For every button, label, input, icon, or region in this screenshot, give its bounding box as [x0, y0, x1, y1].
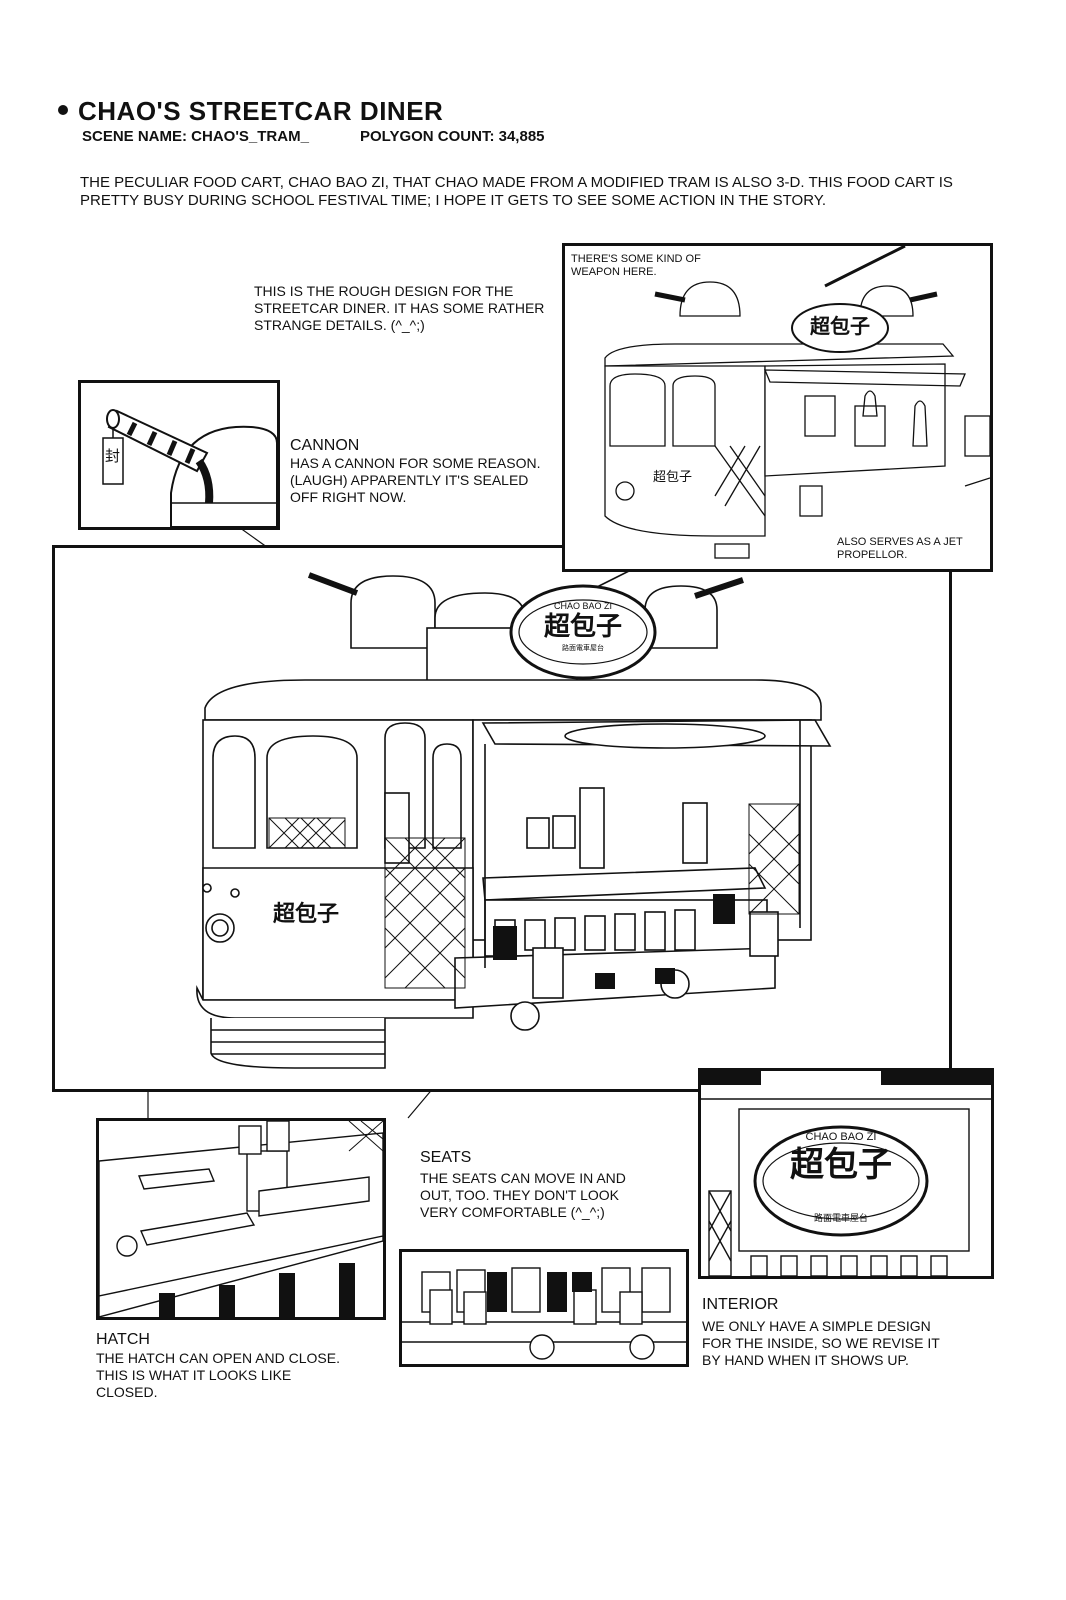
cannon-heading: CANNON: [290, 437, 360, 454]
bullet-icon: [58, 105, 68, 116]
interior-sign-kanji: 超包子: [790, 1145, 892, 1185]
rough-design-note: THIS IS THE ROUGH DESIGN FOR THE STREETC…: [254, 283, 545, 333]
interior-text: WE ONLY HAVE A SIMPLE DESIGN FOR THE INS…: [702, 1318, 940, 1368]
interior-panel: CHAO BAO ZI 超包子 路面電車屋台: [698, 1068, 994, 1279]
seal-tag-label: 封: [105, 447, 121, 465]
polygon-count: POLYGON COUNT: 34,885: [360, 128, 545, 145]
hatch-heading: HATCH: [96, 1331, 150, 1348]
jet-note: ALSO SERVES AS A JET PROPELLOR.: [837, 536, 977, 562]
weapon-note: THERE'S SOME KIND OF WEAPON HERE.: [571, 253, 701, 278]
interior-sign-romaji: CHAO BAO ZI: [805, 1131, 877, 1143]
tram-render: [196, 567, 832, 1069]
interior-drawing: [701, 1071, 991, 1276]
interior-heading: INTERIOR: [702, 1296, 779, 1313]
seats-drawing: [402, 1267, 686, 1360]
seats-text: THE SEATS CAN MOVE IN AND OUT, TOO. THEY…: [420, 1170, 626, 1220]
rough-sketch-drawing: [604, 246, 990, 559]
tram-sign-kanji: 超包子: [543, 612, 622, 642]
scene-name: SCENE NAME: CHAO'S_TRAM_: [82, 128, 309, 145]
sketch-sign-kanji: 超包子: [810, 314, 870, 338]
seats-heading: SEATS: [420, 1149, 472, 1166]
interior-sign-subtitle: 路面電車屋台: [813, 1214, 868, 1224]
tram-side-kanji: 超包子: [273, 902, 340, 927]
intro-text: THE PECULIAR FOOD CART, CHAO BAO ZI, THA…: [80, 174, 953, 209]
hatch-panel: [96, 1118, 386, 1320]
tram-sign-romaji: CHAO BAO ZI: [553, 601, 612, 611]
seats-panel: [399, 1249, 689, 1367]
cannon-inset: 封: [78, 380, 280, 530]
cannon-drawing: [102, 409, 277, 527]
cannon-text: HAS A CANNON FOR SOME REASON. (LAUGH) AP…: [290, 455, 541, 505]
tram-sign-subtitle: 路面電車屋台: [562, 644, 604, 652]
main-render-panel: CHAO BAO ZI 超包子 路面電車屋台 超包子: [52, 545, 952, 1092]
sketch-side-kanji: 超包子: [653, 470, 693, 485]
hatch-drawing: [99, 1121, 383, 1317]
rough-sketch-panel: 超包子 超包子 THERE'S SOME KIND OF WEAPON HERE…: [562, 243, 993, 572]
page-title: CHAO'S STREETCAR DINER: [58, 96, 443, 127]
hatch-text: THE HATCH CAN OPEN AND CLOSE. THIS IS WH…: [96, 1350, 341, 1400]
